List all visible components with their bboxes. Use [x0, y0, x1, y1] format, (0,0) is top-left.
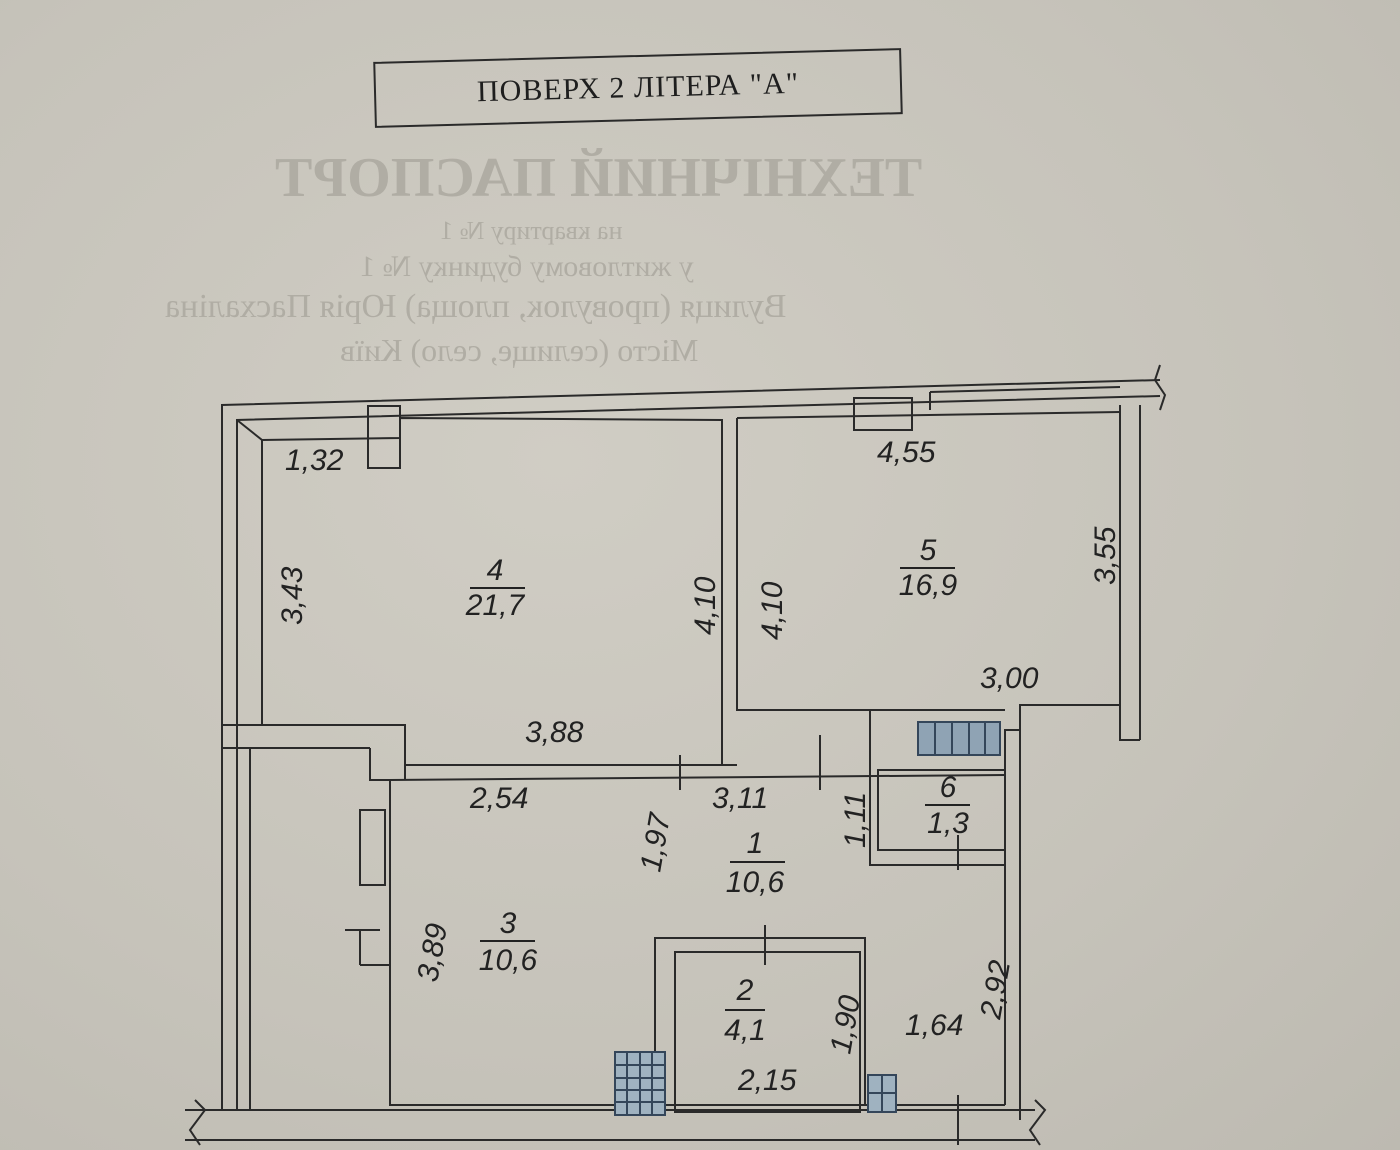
dim-1-97: 1,97	[634, 810, 677, 875]
room-3-number: 3	[500, 907, 517, 940]
dim-3-43: 3,43	[276, 566, 309, 625]
room-5-outline	[736, 397, 1121, 711]
dim-2-92: 2,92	[974, 958, 1017, 1023]
radiator-room-5	[917, 721, 1001, 756]
room-1-area: 10,6	[726, 866, 785, 899]
dim-2-54: 2,54	[469, 782, 528, 815]
dim-3-89: 3,89	[411, 921, 454, 985]
room-1-number: 1	[747, 827, 764, 860]
room-2-area: 4,1	[724, 1014, 766, 1047]
dim-4-55: 4,55	[877, 436, 936, 469]
room-5-area: 16,9	[899, 569, 958, 602]
shaft-grid-right	[867, 1074, 897, 1113]
dim-1-32: 1,32	[285, 444, 344, 477]
dim-1-11: 1,11	[839, 792, 872, 848]
interior-walls	[249, 709, 1006, 1113]
room-2-number: 2	[736, 974, 754, 1007]
dim-4-10-room4: 4,10	[689, 576, 722, 635]
room-4-area: 21,7	[465, 589, 526, 622]
dim-3-00: 3,00	[980, 662, 1039, 695]
shaft-grid-left	[614, 1051, 666, 1116]
room-4-number: 4	[487, 554, 504, 587]
dim-3-11: 3,11	[712, 782, 768, 815]
dim-4-10-room5: 4,10	[756, 581, 789, 640]
dim-1-64: 1,64	[905, 1009, 963, 1042]
room-3-area: 10,6	[479, 944, 538, 977]
room-6-area: 1,3	[927, 807, 969, 840]
door-markers	[345, 735, 959, 1145]
dim-3-55: 3,55	[1089, 526, 1122, 585]
room-5-number: 5	[920, 534, 937, 567]
dim-3-88: 3,88	[525, 716, 584, 749]
dim-2-15: 2,15	[737, 1064, 797, 1097]
room-6-number: 6	[940, 771, 957, 804]
room-4-outline	[222, 405, 723, 766]
